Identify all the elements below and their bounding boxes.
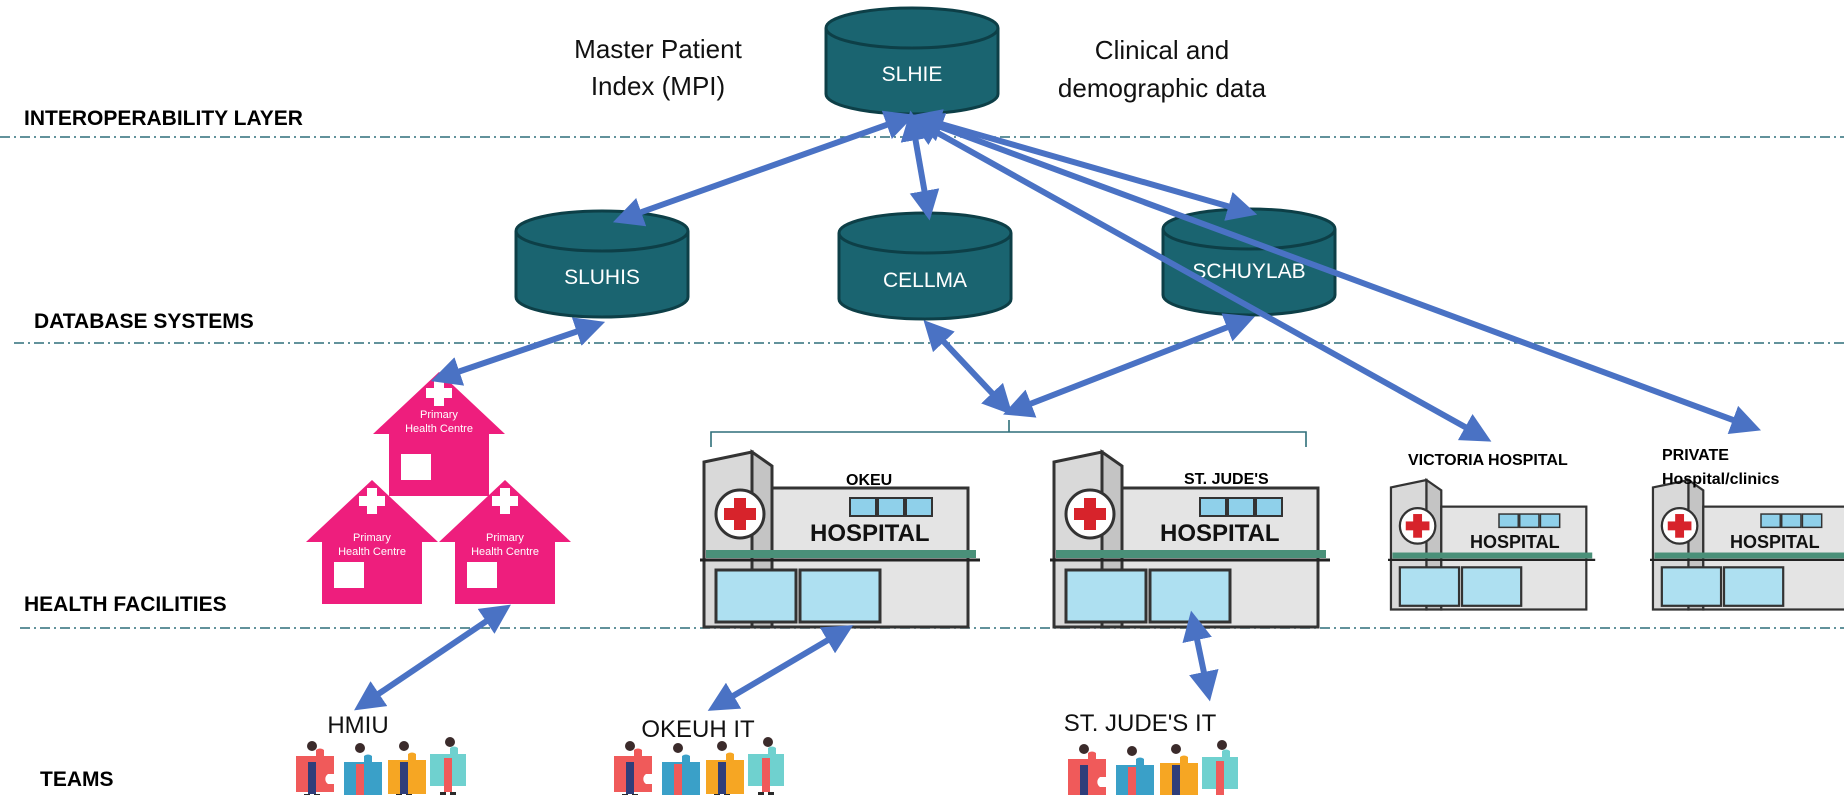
mpi-note-line2: Index (MPI) — [591, 71, 725, 101]
okeuh-it-team: OKEUH IT — [614, 716, 784, 795]
sluhis-label: SLUHIS — [564, 266, 640, 289]
st-judes-hospital-name: ST. JUDE'S — [1184, 471, 1269, 488]
hmiu-people-icon — [296, 737, 466, 795]
okeu-hospital-name: OKEU — [846, 472, 892, 489]
layer-label-teams: TEAMS — [40, 768, 114, 791]
arrow-okeu-okeuh-it — [707, 625, 854, 711]
layer-label-database: DATABASE SYSTEMS — [34, 310, 254, 333]
arrow-st-judes-it — [1182, 610, 1219, 702]
arrow-cellma-hospitals — [923, 319, 1013, 416]
st-judes-it-label: ST. JUDE'S IT — [1064, 710, 1217, 737]
phc-2-line1: Primary — [353, 532, 391, 544]
hmiu-team: HMIU — [296, 712, 466, 795]
hospital-group-bracket — [710, 420, 1307, 447]
sluhis-database: SLUHIS — [514, 209, 690, 319]
primary-health-centre-3: Primary Health Centre — [439, 480, 571, 604]
st-judes-it-people-icon — [1068, 740, 1238, 795]
slhie-label: SLHIE — [882, 63, 943, 86]
private-hospital-name-line2: Hospital/clinics — [1662, 471, 1779, 488]
slhie-database: SLHIE — [824, 6, 1000, 116]
cellma-database: CELLMA — [837, 211, 1013, 321]
arrow-schuylab-hospitals — [1003, 313, 1255, 418]
victoria-hospital-sign: HOSPITAL — [1470, 532, 1560, 552]
schuylab-label: SCHUYLAB — [1192, 260, 1305, 283]
phc-2-line2: Health Centre — [338, 546, 406, 558]
primary-health-centre-2: Primary Health Centre — [306, 480, 438, 604]
clinical-note-line1: Clinical and — [1095, 35, 1229, 65]
phc-1-line2: Health Centre — [405, 423, 473, 435]
arrow-phc-hmiu — [354, 604, 511, 711]
arrow-slhie-schuylab — [910, 109, 1258, 221]
okeu-hospital: HOSPITAL OKEU — [698, 450, 982, 629]
arrow-sluhis-phc — [430, 317, 606, 386]
phc-1-line1: Primary — [420, 409, 458, 421]
arrow-slhie-cellma — [900, 110, 940, 221]
st-judes-hospital: HOSPITAL ST. JUDE'S — [1048, 450, 1332, 629]
victoria-hospital: HOSPITAL VICTORIA HOSPITAL — [1386, 452, 1597, 611]
hmiu-label: HMIU — [327, 712, 388, 739]
private-hospital: HOSPITAL PRIVATE Hospital/clinics — [1648, 447, 1844, 611]
okeuh-it-people-icon — [614, 737, 784, 795]
primary-health-centre-1: Primary Health Centre — [373, 372, 505, 496]
connection-arrows — [354, 109, 1762, 711]
layer-label-interoperability: INTEROPERABILITY LAYER — [24, 107, 303, 130]
arrow-slhie-private — [912, 113, 1762, 434]
okeu-hospital-sign: HOSPITAL — [810, 520, 930, 547]
private-hospital-sign: HOSPITAL — [1730, 532, 1820, 552]
arrow-slhie-sluhis — [612, 110, 916, 227]
victoria-hospital-name: VICTORIA HOSPITAL — [1408, 452, 1568, 469]
mpi-note-line1: Master Patient — [574, 34, 742, 64]
st-judes-hospital-sign: HOSPITAL — [1160, 520, 1280, 547]
okeuh-it-label: OKEUH IT — [641, 716, 755, 743]
clinical-note-line2: demographic data — [1058, 73, 1267, 103]
cellma-label: CELLMA — [883, 269, 967, 292]
phc-3-line1: Primary — [486, 532, 524, 544]
private-hospital-name-line1: PRIVATE — [1662, 447, 1729, 464]
layer-label-facilities: HEALTH FACILITIES — [24, 593, 227, 616]
phc-3-line2: Health Centre — [471, 546, 539, 558]
st-judes-it-team: ST. JUDE'S IT — [1064, 710, 1238, 795]
